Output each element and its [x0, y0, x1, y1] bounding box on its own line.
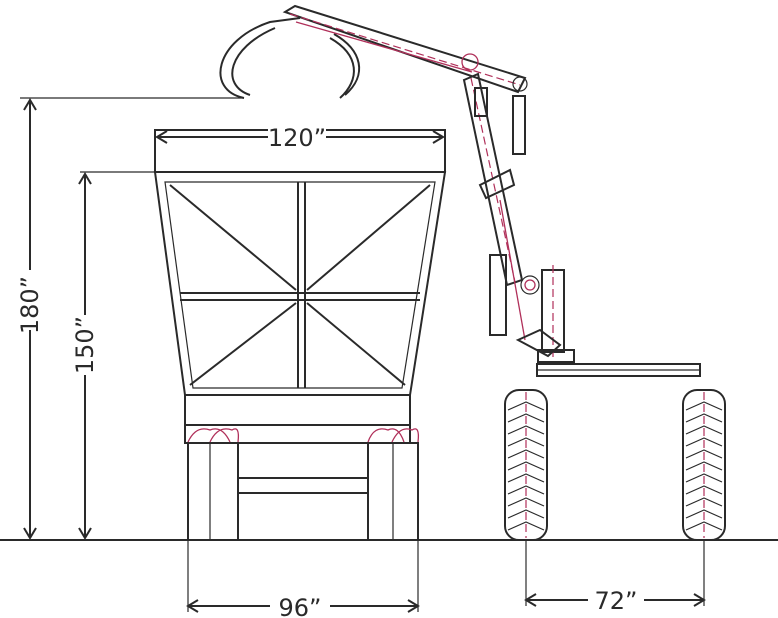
truck-body — [153, 129, 447, 541]
tread-chevron — [685, 521, 723, 531]
truck-left-wheel — [187, 442, 239, 541]
tread-chevron — [685, 473, 723, 483]
tread-chevron — [507, 485, 545, 495]
dim-label-180: 180” — [16, 276, 44, 334]
tread-chevron — [507, 401, 545, 411]
tread-chevron — [685, 437, 723, 447]
tread-chevron — [507, 497, 545, 507]
dim-label-150: 150” — [71, 316, 99, 374]
grapple-claw — [219, 17, 361, 99]
tread-chevron — [507, 461, 545, 471]
dimension-lines — [20, 97, 706, 613]
body-frame — [153, 171, 447, 396]
tread-chevron — [685, 425, 723, 435]
dim-label-120: 120” — [268, 124, 326, 152]
trailer — [504, 363, 726, 541]
tread-chevron — [507, 509, 545, 519]
tread-chevron — [685, 413, 723, 423]
tread-chevron — [507, 449, 545, 459]
tread-chevron — [685, 497, 723, 507]
tread-chevron — [507, 437, 545, 447]
tire-treads — [507, 401, 723, 531]
tread-chevron — [507, 473, 545, 483]
tread-chevron — [507, 425, 545, 435]
tread-chevron — [685, 401, 723, 411]
crane-boom — [282, 4, 575, 363]
truck-bed — [184, 394, 411, 426]
tread-chevron — [507, 413, 545, 423]
tread-chevron — [685, 449, 723, 459]
dim-label-96: 96” — [279, 594, 322, 618]
tread-chevron — [507, 521, 545, 531]
dim-label-72: 72” — [595, 587, 638, 615]
fender-arc — [187, 428, 231, 443]
tread-chevron — [685, 461, 723, 471]
cross-brace — [169, 184, 297, 291]
body-frame-inner — [164, 181, 436, 389]
tread-chevron — [685, 485, 723, 495]
tread-chevron — [685, 509, 723, 519]
